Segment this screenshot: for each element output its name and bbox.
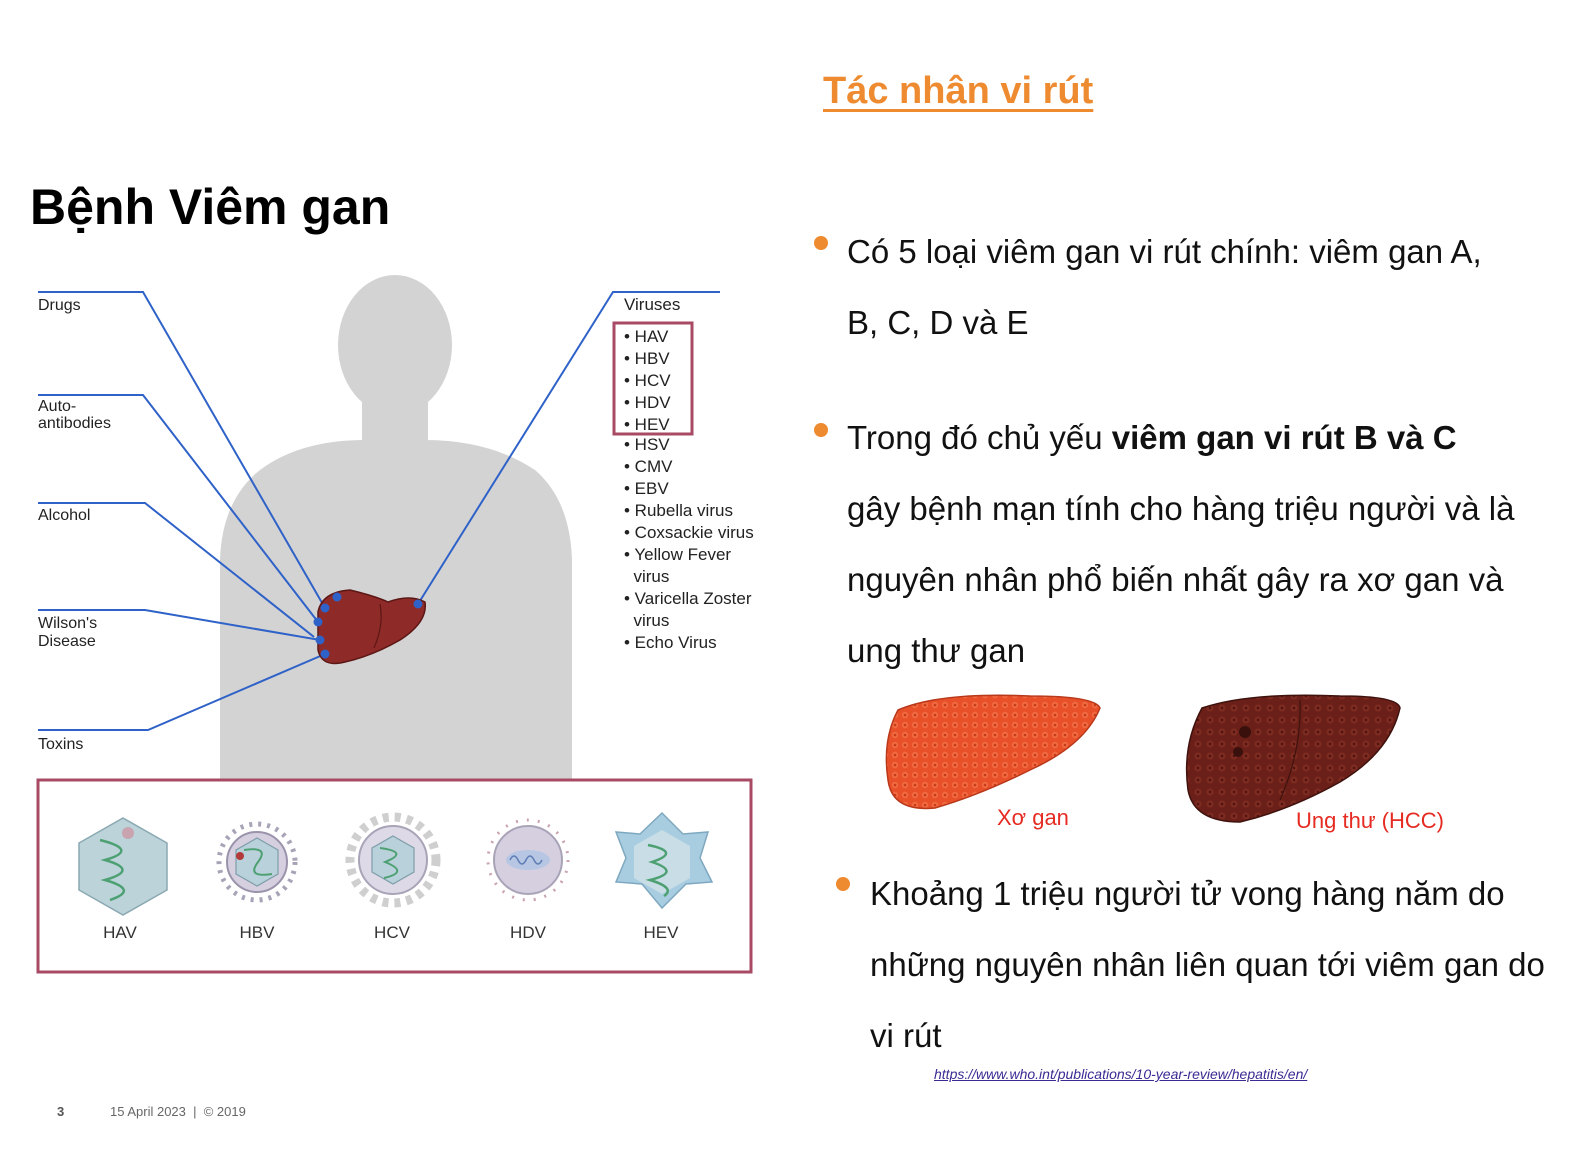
bullet-icon [814, 236, 828, 250]
cause-label-autoantibodies-2: antibodies [38, 415, 111, 432]
virus-list-item: virus [624, 567, 669, 586]
virus-list-item: • Coxsackie virus [624, 523, 754, 542]
bullet-text: gây bệnh mạn tính cho hàng triệu người v… [847, 490, 1515, 669]
virus-list-item: • HBV [624, 349, 670, 368]
footer-date: 15 April 2023 | © 2019 [110, 1104, 246, 1119]
cirrhosis-caption: Xơ gan [997, 805, 1069, 830]
human-silhouette [220, 275, 572, 780]
page-number: 3 [57, 1104, 65, 1119]
cause-label-drugs: Drugs [38, 297, 81, 314]
page-title: Bệnh Viêm gan [30, 179, 391, 235]
section-title: Tác nhân vi rút [823, 70, 1094, 112]
bullet-icon [836, 877, 850, 891]
bullet-icon [814, 423, 828, 437]
virus-list-item: • Yellow Fever [624, 545, 731, 564]
cause-label-alcohol: Alcohol [38, 507, 90, 524]
hav-virion-icon [78, 817, 168, 916]
cause-label-autoantibodies: Auto- [38, 398, 76, 415]
cause-label-wilsons: Wilson's [38, 615, 97, 632]
virion-label: HDV [510, 923, 547, 942]
cause-label-toxins: Toxins [38, 736, 83, 753]
virus-list-item: • HCV [624, 371, 671, 390]
virus-list-item: • HAV [624, 327, 669, 346]
bullet-text: Trong đó chủ yếu [847, 419, 1112, 456]
who-source-link[interactable]: https://www.who.int/publications/10-year… [934, 1066, 1308, 1082]
bullet-bold-text: viêm gan vi rút B và C [1111, 419, 1457, 456]
virion-label: HBV [240, 923, 276, 942]
hcc-caption: Ung thư (HCC) [1296, 808, 1444, 833]
virus-list-item: • Echo Virus [624, 633, 717, 652]
bullet-deaths: Khoảng 1 triệu người tử vong hàng năm do… [870, 875, 1545, 1054]
virion-label: HEV [644, 923, 680, 942]
bullet-virus-types: Có 5 loại viêm gan vi rút chính: viêm ga… [847, 233, 1482, 341]
cause-label-wilsons-2: Disease [38, 633, 96, 650]
virus-list-item: • HDV [624, 393, 671, 412]
viruses-heading: Viruses [624, 295, 680, 314]
hepatitis-viruses-highlight-box [612, 321, 694, 436]
virus-list-item: • CMV [624, 457, 673, 476]
virus-list-item: • HSV [624, 435, 670, 454]
liver-illustration [313, 589, 427, 665]
bullet-chronic-disease: Trong đó chủ yếu viêm gan vi rút B và C … [847, 402, 1517, 686]
hcc-liver-image [1185, 694, 1401, 823]
cause-lines [38, 291, 720, 731]
hepatitis-causes-diagram: Drugs Auto- antibodies Alcohol Wilson's … [36, 275, 754, 974]
virus-list-item: virus [624, 611, 669, 630]
virus-list-item: • HEV [624, 415, 670, 434]
cirrhosis-liver-image [885, 694, 1101, 810]
hdv-virion-icon [486, 818, 570, 902]
hev-virion-icon [614, 811, 714, 910]
virus-list-item: • EBV [624, 479, 669, 498]
virion-label: HAV [103, 923, 137, 942]
hbv-virion-icon [216, 821, 298, 903]
virion-label: HCV [374, 923, 411, 942]
virus-list-item: • Varicella Zoster [624, 589, 752, 608]
virus-list-item: • Rubella virus [624, 501, 733, 520]
hcv-virion-icon [345, 812, 441, 908]
